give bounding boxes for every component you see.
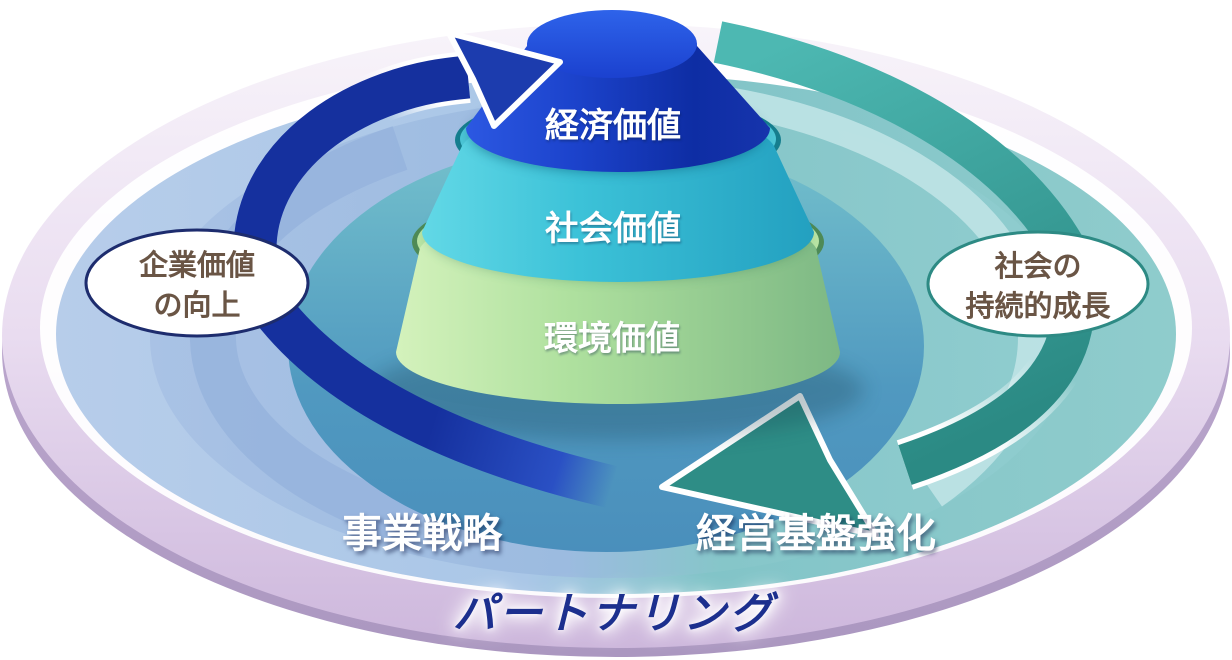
tier1-label: 経済価値 [545,106,681,146]
management-base-label: 経営基盤強化 [696,510,936,557]
left-inner-ring-band [189,126,427,548]
callout-corporate-value-line2: の向上 [153,288,240,322]
callout-social-growth-line2: 持続的成長 [965,289,1111,323]
upward-cycle-arrow-head [446,30,563,129]
callout-corporate-value: 企業価値 の向上 [84,228,310,338]
callout-social-growth-line1: 社会の [994,249,1081,283]
callout-social-growth-oval [926,230,1150,338]
tier3-label: 環境価値 [544,319,680,359]
tier2-label: 社会価値 [545,209,681,249]
tier1-top [527,10,697,78]
partnering-label: パートナリング [453,589,779,639]
callout-social-growth: 社会の 持続的成長 [926,230,1150,338]
callout-corporate-value-oval [84,228,310,338]
callout-corporate-value-line1: 企業価値 [139,248,255,282]
business-strategy-label: 事業戦略 [342,510,503,557]
